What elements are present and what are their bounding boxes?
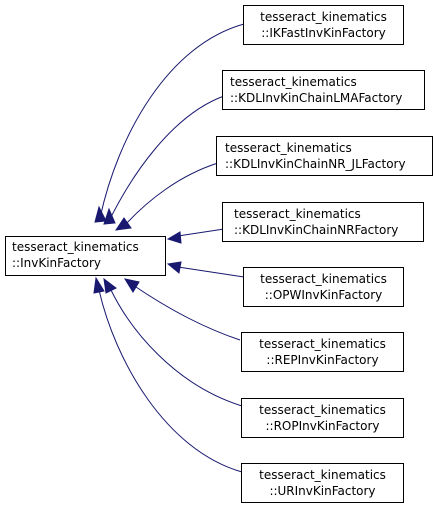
node-inv-kin-factory[interactable]: tesseract_kinematics ::InvKinFactory (5, 236, 166, 276)
node-rop-line1: tesseract_kinematics (259, 403, 386, 417)
node-rep-inv-kin-factory[interactable]: tesseract_kinematics ::REPInvKinFactory (241, 332, 404, 372)
node-ikfast-line1: tesseract_kinematics (260, 10, 387, 24)
node-ur-inv-kin-factory[interactable]: tesseract_kinematics ::URInvKinFactory (241, 463, 404, 503)
edge-kdl-chain-lma (109, 95, 225, 220)
edge-ikfast (99, 23, 245, 219)
node-rop-line2: ::ROPInvKinFactory (266, 419, 380, 433)
node-kdl-chain-lma-line2: ::KDLInvKinChainLMAFactory (230, 91, 402, 105)
edge-rop (109, 287, 243, 407)
node-kdl-inv-kin-chain-lma-factory[interactable]: tesseract_kinematics ::KDLInvKinChainLMA… (222, 70, 425, 110)
node-kdl-chain-nr-line1: tesseract_kinematics (234, 207, 361, 221)
node-kdl-chain-nr-line2: ::KDLInvKinChainNRFactory (234, 223, 398, 237)
node-ikfast-line2: ::IKFastInvKinFactory (261, 26, 386, 40)
node-rop-inv-kin-factory[interactable]: tesseract_kinematics ::ROPInvKinFactory (241, 398, 404, 438)
node-ikfast-inv-kin-factory[interactable]: tesseract_kinematics ::IKFastInvKinFacto… (243, 5, 404, 45)
edge-kdl-chain-nr-arrowhead (166, 231, 182, 244)
node-kdl-inv-kin-chain-nr-jl-factory[interactable]: tesseract_kinematics ::KDLInvKinChainNR_… (216, 136, 433, 176)
node-opw-line1: tesseract_kinematics (260, 272, 387, 286)
edge-kdl-chain-nr-jl (124, 162, 219, 226)
edge-kdl-chain-nr-jl-arrowhead (114, 217, 132, 231)
edge-rep-arrowhead (123, 278, 140, 293)
node-inv-kin-factory-line1: tesseract_kinematics (12, 240, 139, 254)
edge-ikfast-arrowhead (94, 205, 107, 223)
node-ur-line2: ::URInvKinFactory (269, 484, 375, 498)
edge-opw-arrowhead (166, 261, 182, 274)
edge-kdl-chain-nr (177, 228, 225, 237)
edge-ur (98, 289, 243, 473)
edge-opw (177, 266, 245, 278)
node-kdl-chain-nr-jl-line1: tesseract_kinematics (225, 141, 352, 155)
node-opw-line2: ::OPWInvKinFactory (265, 288, 383, 302)
node-kdl-chain-lma-line1: tesseract_kinematics (230, 75, 357, 89)
node-rep-line1: tesseract_kinematics (259, 337, 386, 351)
node-inv-kin-factory-line2: ::InvKinFactory (12, 256, 101, 270)
edge-rop-arrowhead (103, 277, 117, 294)
edge-ur-arrowhead (93, 276, 105, 294)
inheritance-edges (93, 23, 245, 473)
node-kdl-chain-nr-jl-line2: ::KDLInvKinChainNR_JLFactory (225, 157, 406, 171)
node-ur-line1: tesseract_kinematics (259, 468, 386, 482)
edge-rep (132, 284, 241, 341)
edge-kdl-chain-lma-arrowhead (103, 207, 116, 225)
node-kdl-inv-kin-chain-nr-factory[interactable]: tesseract_kinematics ::KDLInvKinChainNRF… (222, 202, 424, 242)
node-rep-line2: ::REPInvKinFactory (266, 353, 378, 367)
node-opw-inv-kin-factory[interactable]: tesseract_kinematics ::OPWInvKinFactory (243, 267, 404, 307)
